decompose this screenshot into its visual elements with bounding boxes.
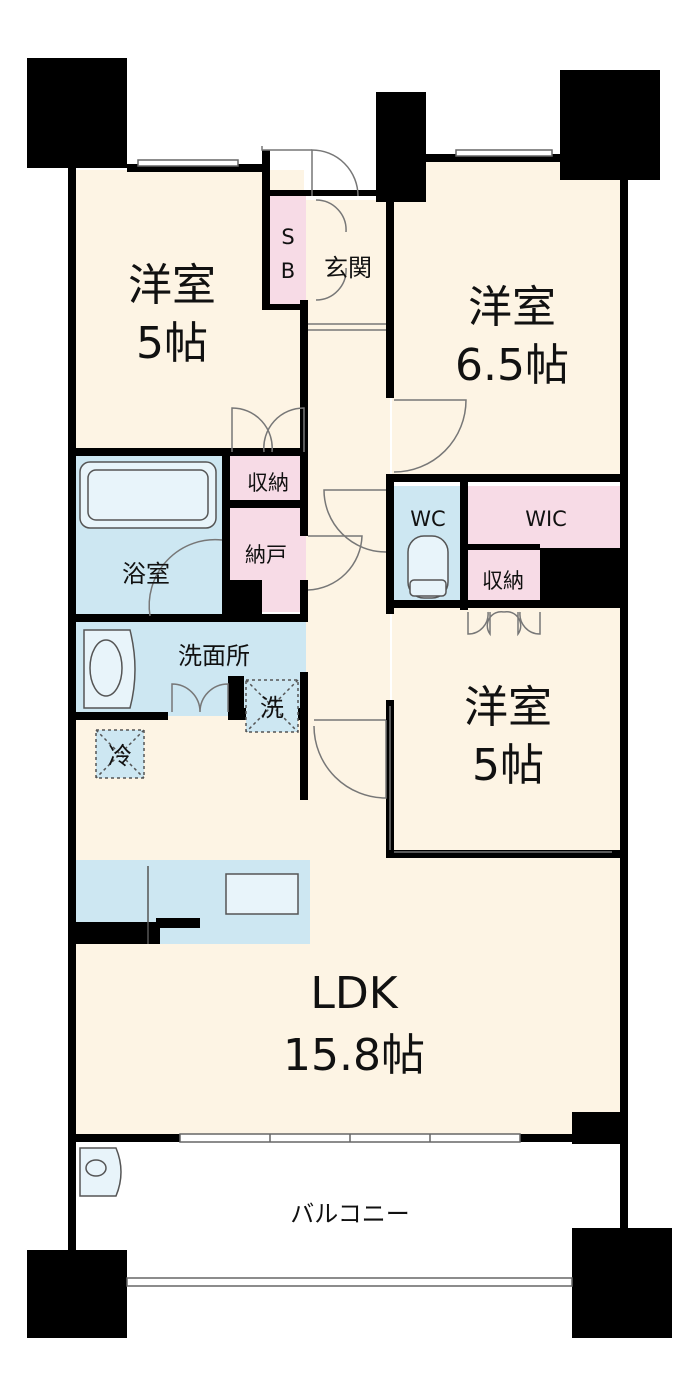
wall-top-room1 [127, 164, 267, 172]
window-room2 [455, 149, 553, 157]
entrance-step [308, 323, 386, 331]
walls [68, 150, 628, 1260]
wall-bath-right [222, 456, 230, 616]
closet-upper-floor [230, 456, 306, 506]
wall-wash-bottom [68, 712, 168, 720]
entrance-hall-floor [306, 200, 390, 800]
column-top-right [560, 70, 660, 180]
column-top-left [27, 58, 127, 168]
wall-balcony-right [620, 1140, 628, 1240]
labels: 洋室 5帖 洋室 6.5帖 洋室 5帖 LDK 15.8帖 玄関 S B 浴室 … [108, 225, 569, 1228]
balcony-label: バルコニー [290, 1200, 410, 1228]
balcony-floor [74, 1140, 622, 1280]
room2-size: 6.5帖 [455, 340, 569, 391]
shoe-box-floor [270, 196, 306, 306]
door-storeroom [307, 535, 363, 591]
wall-counter-stub [156, 918, 200, 928]
entrance-label: 玄関 [324, 254, 372, 282]
toilet-label: WC [410, 507, 445, 531]
room1-name: 洋室 [128, 260, 216, 311]
door-front [311, 149, 359, 197]
windows [126, 149, 573, 1287]
wall-bath-bottom [68, 614, 308, 622]
wall-closet-mid [230, 500, 308, 508]
wic-floor [466, 486, 622, 548]
closet-lower-floor [466, 548, 540, 608]
wall-wash-right [300, 672, 308, 800]
storeroom-label: 納戸 [245, 543, 287, 567]
wall-ldk-bottom-right [520, 1134, 628, 1142]
wall-shoebox-bottom [262, 304, 308, 310]
laundry-label: 洗 [260, 694, 284, 722]
shoe-box-label-b: B [281, 259, 295, 283]
door-ldk [313, 719, 387, 799]
fixtures [79, 461, 449, 1197]
wall-left-outer [68, 168, 76, 1250]
door-closet-lower [467, 610, 541, 637]
room3-sliding-door [389, 706, 612, 853]
bathroom-label: 浴室 [122, 560, 170, 588]
fridge-label: 冷 [108, 742, 132, 770]
column-mid-right [540, 548, 624, 608]
western-room-2-floor [392, 160, 622, 480]
room3-name: 洋室 [464, 682, 552, 733]
ldk-name: LDK [310, 968, 398, 1019]
closet-lower-label: 収納 [482, 569, 524, 593]
balcony-rail [126, 1277, 573, 1287]
wic-label: WIC [525, 507, 567, 531]
room3-size: 5帖 [472, 740, 544, 791]
entrance-shoebox-door [315, 199, 347, 301]
room1-size: 5帖 [136, 318, 208, 369]
door-room2 [393, 399, 467, 473]
wall-wic-bottom [460, 544, 540, 550]
wall-shoebox-top [262, 190, 392, 196]
door-closet-upper [231, 407, 305, 453]
wall-top-room2 [426, 154, 562, 162]
wall-wash-stub [228, 676, 244, 716]
wall-closet-right [300, 456, 308, 536]
wall-entrance-right [386, 198, 394, 398]
columns [27, 58, 672, 1338]
ldk-size: 15.8帖 [283, 1030, 425, 1081]
doors [148, 146, 612, 853]
wall-counter-end [68, 922, 160, 944]
shoe-box-label-s: S [281, 225, 294, 249]
wall-room1-right [300, 300, 308, 456]
window-room1 [137, 159, 239, 167]
wall-storeroom-right [300, 580, 308, 616]
wall-bath-corner [222, 580, 262, 616]
wall-shoebox-left [262, 150, 270, 310]
wall-room2-bottom [386, 474, 628, 482]
wall-right-outer [620, 178, 628, 1230]
washroom-label: 洗面所 [178, 642, 250, 670]
wall-balcony-left [68, 1140, 76, 1260]
wall-wc-left [386, 474, 394, 614]
column-bottom-left [27, 1250, 127, 1338]
door-wash-closet [171, 683, 229, 713]
wall-room1-bottom [68, 448, 308, 456]
door-hall [323, 489, 387, 553]
column-bottom-right [572, 1228, 672, 1338]
sink [225, 873, 299, 915]
column-top-center [376, 92, 426, 202]
wall-room3-bottom [386, 850, 628, 858]
wall-closet-lower-bottom [460, 600, 628, 608]
room2-name: 洋室 [468, 282, 556, 333]
wall-ldk-bottom-left [68, 1134, 180, 1142]
closet-upper-label: 収納 [247, 471, 289, 495]
door-bath [148, 538, 223, 617]
wall-wc-bottom [386, 600, 468, 608]
